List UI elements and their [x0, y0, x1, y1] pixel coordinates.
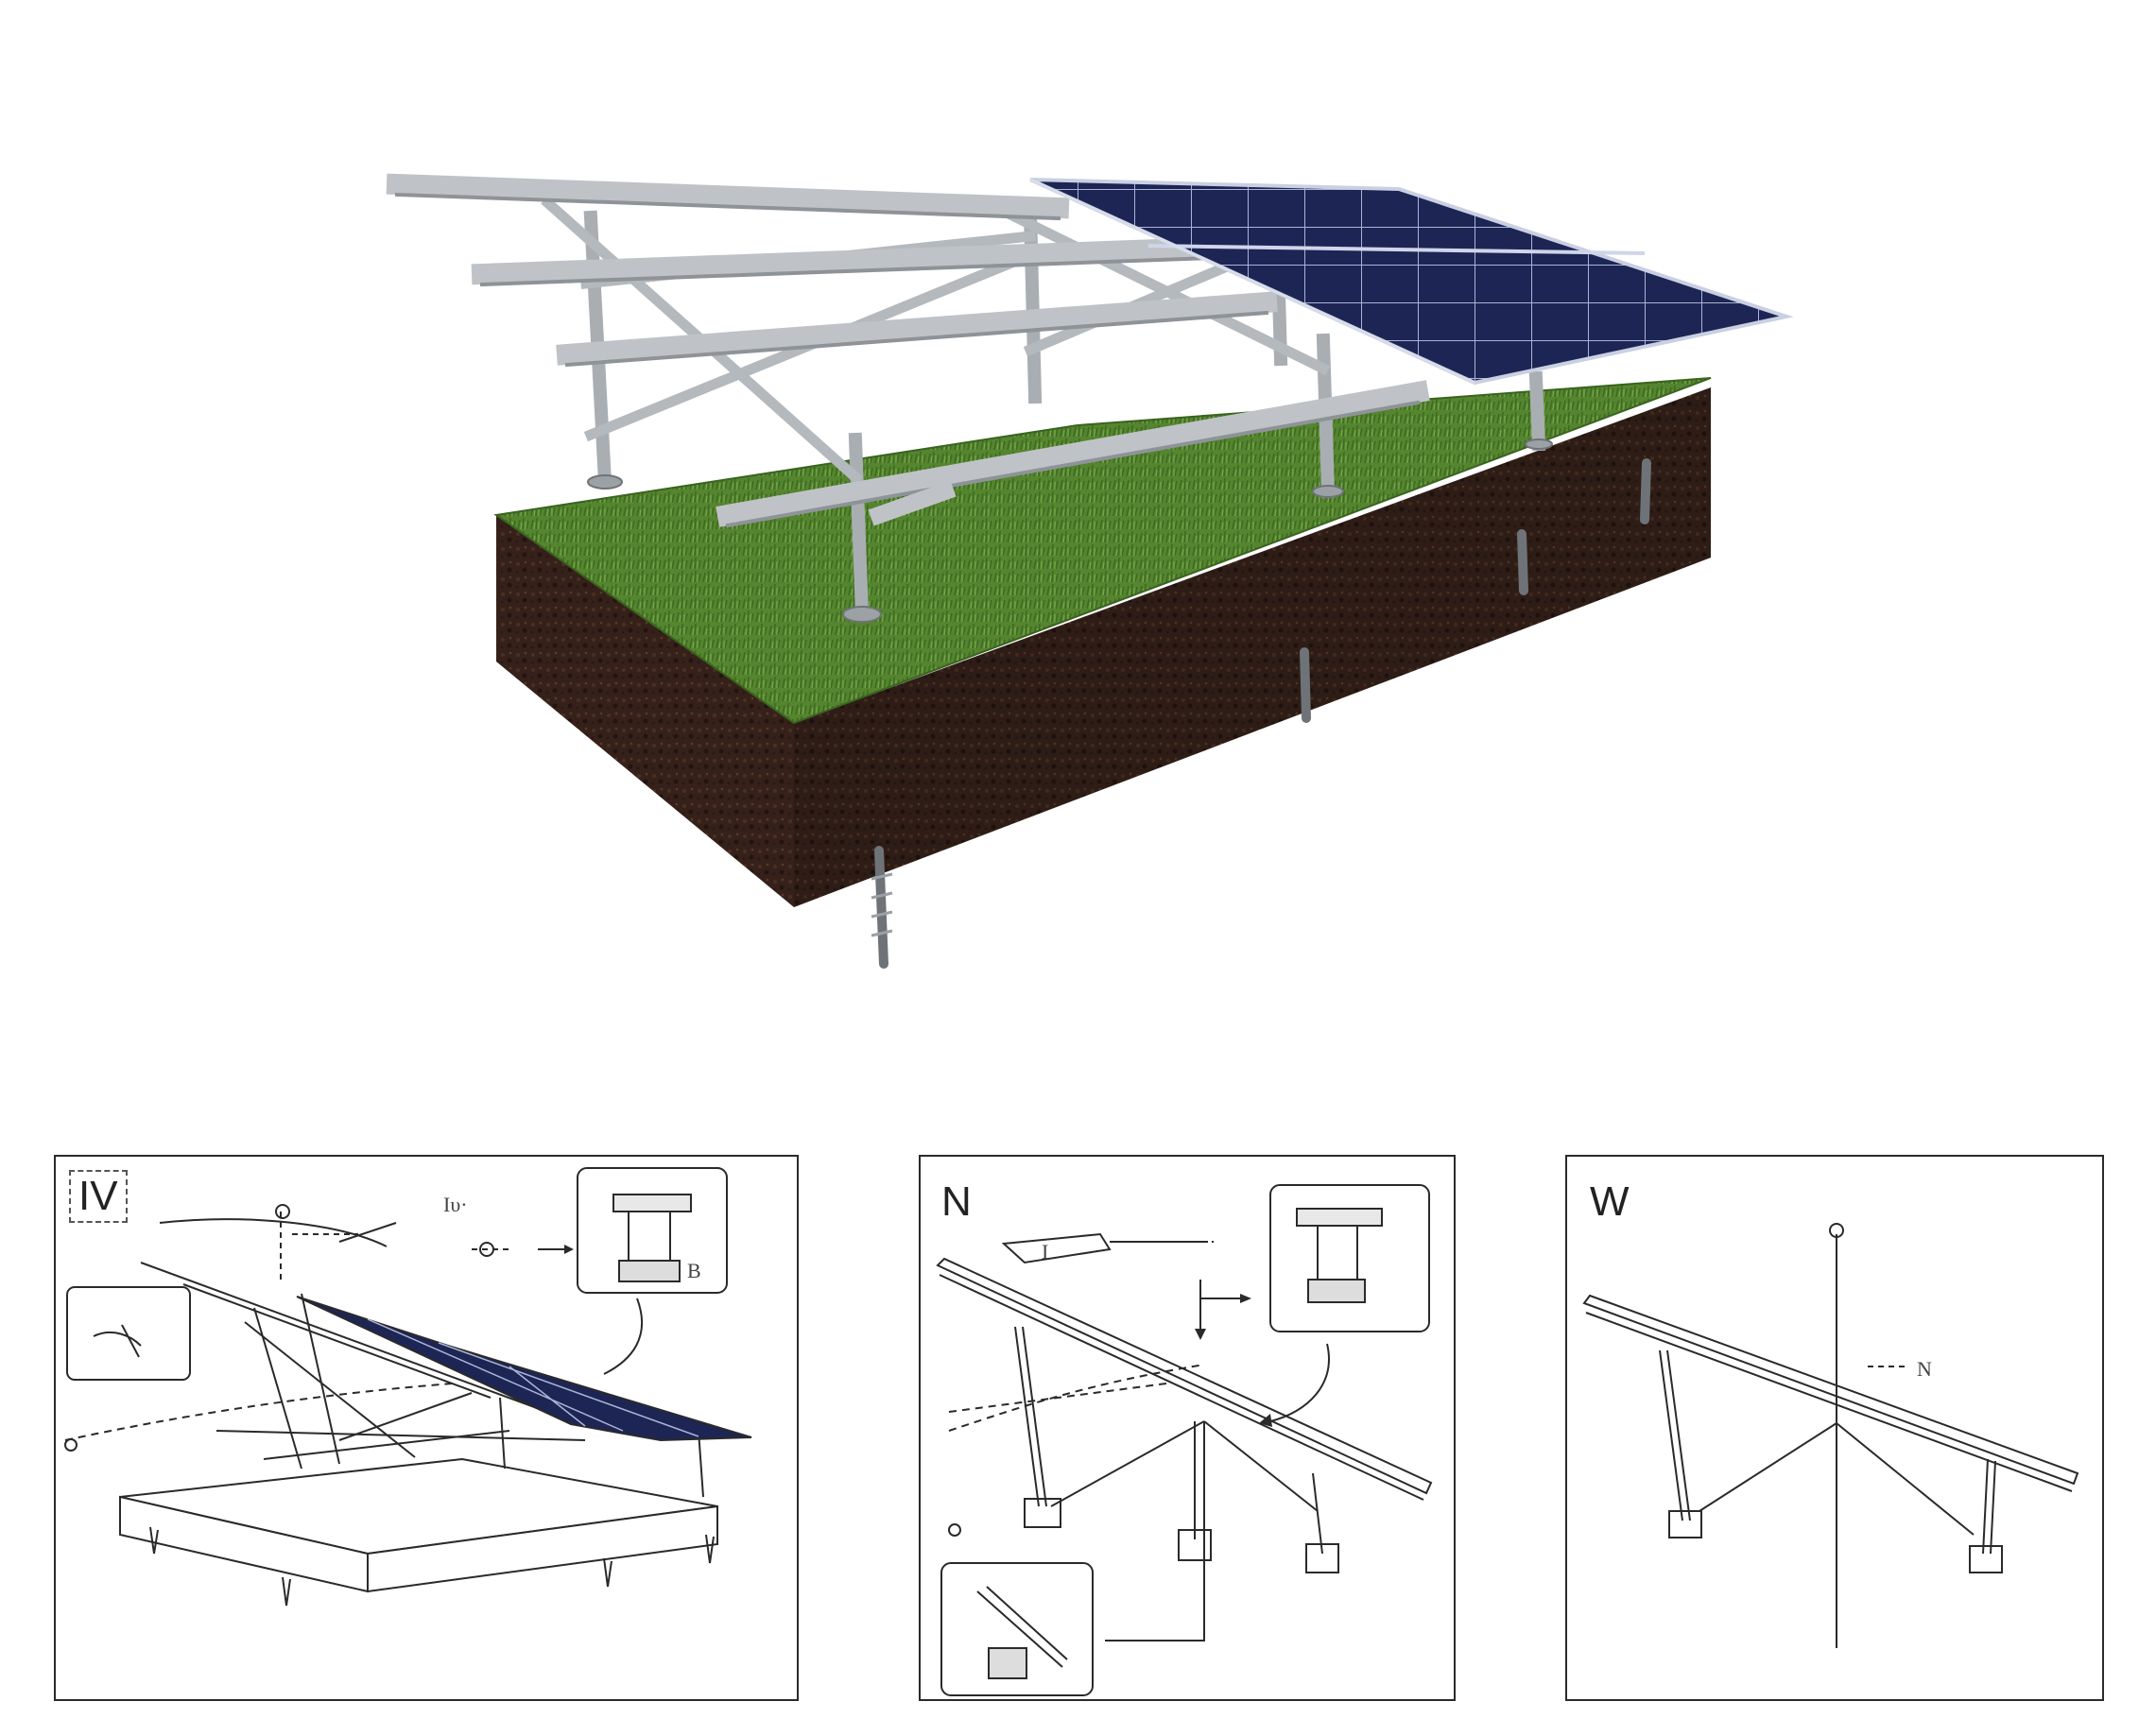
ground-screw — [874, 458, 1651, 969]
annotation-text: Iυ· — [443, 1193, 468, 1216]
soil-block — [496, 387, 1711, 907]
solar-ground-mount-illustration — [386, 173, 1794, 969]
panel-1-drawing — [64, 1167, 752, 1607]
solar-panel-array — [1029, 178, 1794, 386]
instruction-panel-1: IV Iυ· B — [54, 1155, 799, 1701]
annotation-text: B — [687, 1259, 701, 1282]
annotation-text: N — [1917, 1357, 1932, 1381]
annotation-text: I — [1042, 1240, 1049, 1263]
grass-surface — [496, 378, 1711, 723]
panel-label: IV — [69, 1170, 128, 1223]
panel-label: N — [941, 1178, 972, 1225]
panel-2-drawing — [936, 1184, 1433, 1696]
instruction-panel-3: W N — [1565, 1155, 2104, 1701]
panel-3-drawing — [1582, 1223, 2079, 1648]
instruction-panel-2: N I — [919, 1155, 1456, 1701]
panel-label: W — [1590, 1178, 1630, 1225]
